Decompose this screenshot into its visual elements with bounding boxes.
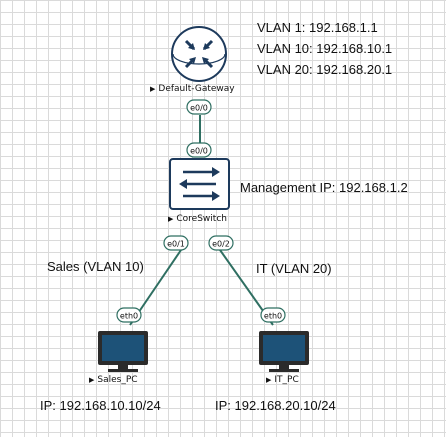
it-pc-monitor-icon[interactable] [259,331,309,372]
svg-text:e0/0: e0/0 [190,147,208,156]
svg-text:e0/1: e0/1 [167,240,185,249]
switch-name-text: CoreSwitch [176,214,227,224]
switch-icon[interactable] [169,158,230,210]
management-ip-annotation: Management IP: 192.168.1.2 [240,180,408,195]
interface-badge-switch-e00: e0/0 [186,142,212,158]
svg-text:e0/0: e0/0 [190,104,208,113]
sales-pc-monitor-icon[interactable] [98,331,148,372]
interface-badge-switch-e01: e0/1 [163,235,189,251]
svg-text:eth0: eth0 [264,312,282,321]
svg-text:e0/2: e0/2 [212,240,230,249]
interface-badge-gateway-e00: e0/0 [186,99,212,115]
it-link-label: IT (VLAN 20) [256,261,332,276]
interface-badge-sales-eth0: eth0 [116,307,142,323]
svg-text:eth0: eth0 [120,312,138,321]
it-pc-ip: IP: 192.168.20.10/24 [215,398,336,413]
interface-badge-switch-e02: e0/2 [208,235,234,251]
interface-badge-it-eth0: eth0 [260,307,286,323]
sales-link-label: Sales (VLAN 10) [47,259,144,274]
vlan1-annotation: VLAN 1: 192.168.1.1 [257,20,378,35]
gateway-name-text: Default-Gateway [158,84,235,94]
sales-pc-name-text: Sales_PC [97,375,138,385]
router-icon[interactable] [171,26,227,82]
vlan20-annotation: VLAN 20: 192.168.20.1 [257,62,393,77]
sales-pc-name-label: ▶Sales_PC [89,375,138,385]
it-pc-name-text: IT_PC [274,375,299,385]
sales-pc-ip: IP: 192.168.10.10/24 [40,398,161,413]
vlan10-annotation: VLAN 10: 192.168.10.1 [257,41,393,56]
switch-name-label: ▶CoreSwitch [168,214,227,224]
gateway-name-label: ▶Default-Gateway [150,84,235,94]
it-pc-name-label: ▶IT_PC [266,375,299,385]
